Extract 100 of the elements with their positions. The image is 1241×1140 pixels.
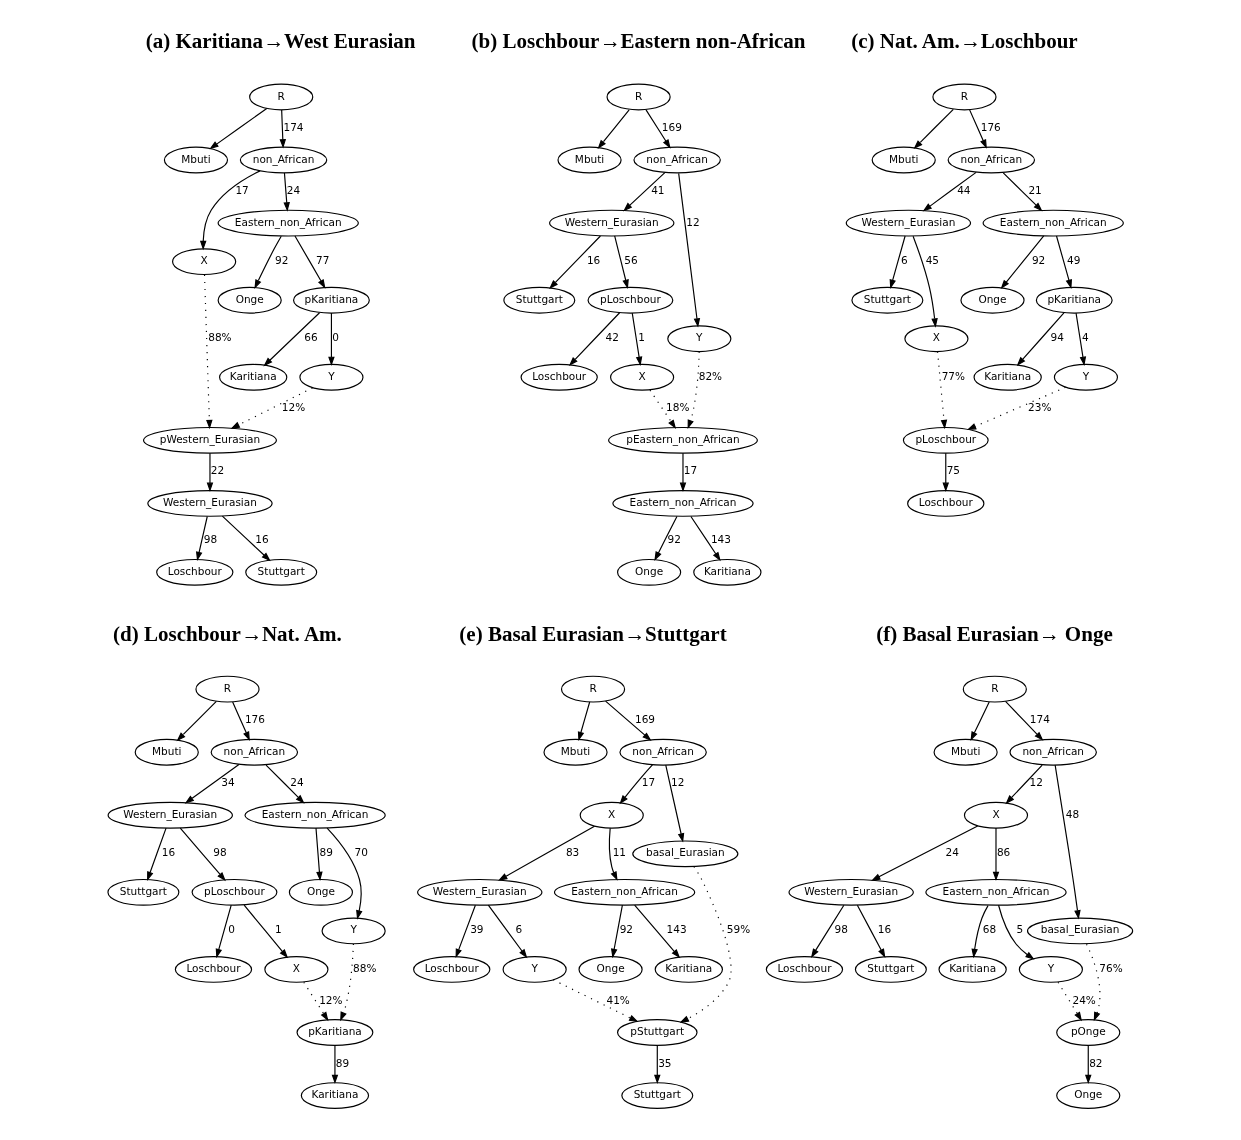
arrow bbox=[263, 312, 321, 367]
node-ellipse: pKaritiana bbox=[1035, 286, 1113, 314]
arrow bbox=[665, 764, 685, 843]
node-ellipse: Stuttgart bbox=[107, 878, 180, 906]
edge-label: 169 bbox=[635, 713, 656, 726]
edge-label: 94 bbox=[1050, 331, 1064, 344]
arrow bbox=[679, 452, 687, 492]
node-ellipse: basal_Eurasian bbox=[1026, 917, 1134, 945]
node-ellipse: pKaritiana bbox=[296, 1019, 374, 1046]
edge-label: 16 bbox=[877, 923, 892, 936]
node-ellipse: Stuttgart bbox=[245, 558, 318, 586]
node-ellipse: Western_Eurasian bbox=[549, 209, 675, 237]
edge-label: 66 bbox=[304, 331, 318, 344]
edge-label: 4 bbox=[1082, 331, 1089, 344]
edge-label: 174 bbox=[1029, 713, 1050, 726]
node-ellipse: X bbox=[610, 363, 675, 391]
arrow bbox=[678, 172, 701, 328]
node-ellipse: Karitiana bbox=[654, 956, 723, 983]
arrow bbox=[605, 700, 652, 741]
edge-label: 21 bbox=[1028, 184, 1042, 197]
arrow bbox=[623, 172, 666, 212]
node-ellipse: Eastern_non_African bbox=[982, 209, 1124, 237]
label: (c) Nat. Am.→Loschbour bbox=[851, 29, 1078, 54]
edge-label: 143 bbox=[666, 923, 687, 936]
arrow bbox=[679, 866, 732, 1023]
node-ellipse: Onge bbox=[617, 558, 682, 586]
edge-label: 12 bbox=[686, 215, 700, 228]
label: (f) Basal Eurasian→ Onge bbox=[876, 621, 1113, 646]
arrow bbox=[147, 827, 167, 881]
edge-label: 35 bbox=[658, 1056, 672, 1069]
edge-label: 34 bbox=[221, 776, 235, 789]
arrow bbox=[455, 904, 476, 959]
node-ellipse: R bbox=[249, 83, 314, 111]
node-ellipse: X bbox=[264, 956, 329, 983]
arrow bbox=[552, 979, 639, 1022]
edge-label: 92 bbox=[667, 533, 681, 546]
arrow bbox=[195, 515, 208, 562]
node-ellipse: Western_Eurasian bbox=[107, 801, 233, 829]
edge-label: 98 bbox=[213, 846, 227, 859]
arrow bbox=[265, 764, 305, 804]
node-ellipse: Y bbox=[1018, 956, 1083, 983]
arrow bbox=[179, 827, 226, 882]
label: (e) Basal Eurasian→Stuttgart bbox=[459, 621, 727, 646]
edge-label: 82 bbox=[1089, 1056, 1103, 1069]
edge-label: 16 bbox=[586, 254, 601, 267]
edge-label: 41% bbox=[606, 993, 630, 1006]
node-ellipse: R bbox=[560, 675, 626, 703]
edge-label: 68 bbox=[982, 923, 997, 936]
arrow bbox=[1054, 764, 1081, 920]
arrow bbox=[498, 825, 596, 881]
arrow bbox=[631, 312, 643, 367]
edge-label: 39 bbox=[470, 923, 484, 936]
arrow bbox=[997, 904, 1035, 960]
node-ellipse: Stuttgart bbox=[854, 956, 927, 983]
edge-label: 1 bbox=[638, 331, 645, 344]
node-ellipse: X bbox=[172, 248, 237, 276]
edge-label: 75 bbox=[946, 464, 961, 477]
node-ellipse: R bbox=[195, 675, 260, 703]
node-ellipse: Eastern_non_African bbox=[925, 878, 1067, 906]
node-ellipse: R bbox=[606, 83, 671, 111]
node-ellipse: pLoschbour bbox=[902, 426, 989, 454]
node-ellipse: R bbox=[962, 675, 1027, 703]
node-ellipse: pEastern_non_African bbox=[608, 426, 758, 454]
edge-label: 77 bbox=[315, 254, 330, 267]
arrow bbox=[687, 351, 700, 430]
node-ellipse: Western_Eurasian bbox=[788, 878, 914, 906]
node-ellipse: pLoschbour bbox=[587, 286, 674, 314]
node-ellipse: Eastern_non_African bbox=[553, 878, 696, 906]
edge-label: 12% bbox=[281, 401, 306, 414]
arrow bbox=[215, 904, 232, 959]
node-ellipse: Stuttgart bbox=[851, 286, 924, 314]
edge-label: 11 bbox=[612, 846, 627, 859]
edge-label: 48 bbox=[1065, 807, 1080, 820]
edge-label: 86 bbox=[996, 846, 1011, 859]
arrow bbox=[992, 827, 1000, 882]
node-ellipse: Karitiana bbox=[973, 363, 1042, 391]
arrow bbox=[1055, 235, 1072, 289]
arrow bbox=[856, 904, 886, 958]
edge-label: 16 bbox=[161, 846, 176, 859]
arrow bbox=[1057, 981, 1082, 1022]
node-ellipse: Western_Eurasian bbox=[417, 878, 543, 906]
arrow bbox=[936, 351, 948, 430]
node-ellipse: basal_Eurasian bbox=[632, 840, 739, 868]
arrow bbox=[889, 235, 906, 289]
arrow bbox=[209, 107, 268, 150]
node-ellipse: Stuttgart bbox=[503, 286, 576, 314]
node-ellipse: Karitiana bbox=[693, 558, 762, 586]
arrow bbox=[221, 515, 271, 562]
node-ellipse: Mbuti bbox=[163, 146, 229, 174]
edge-label: 17 bbox=[641, 776, 656, 789]
node-ellipse: Loschbour bbox=[765, 956, 844, 983]
arrow bbox=[326, 827, 363, 920]
edge-label: 56 bbox=[624, 254, 638, 267]
edge-label: 6 bbox=[515, 923, 523, 936]
edge-label: 83 bbox=[565, 846, 580, 859]
edge-label: 89 bbox=[335, 1056, 350, 1069]
node-ellipse: Loschbour bbox=[156, 558, 234, 586]
arrow bbox=[549, 235, 601, 289]
node-ellipse: Eastern_non_African bbox=[244, 801, 386, 829]
edge-label: 82% bbox=[698, 369, 723, 382]
